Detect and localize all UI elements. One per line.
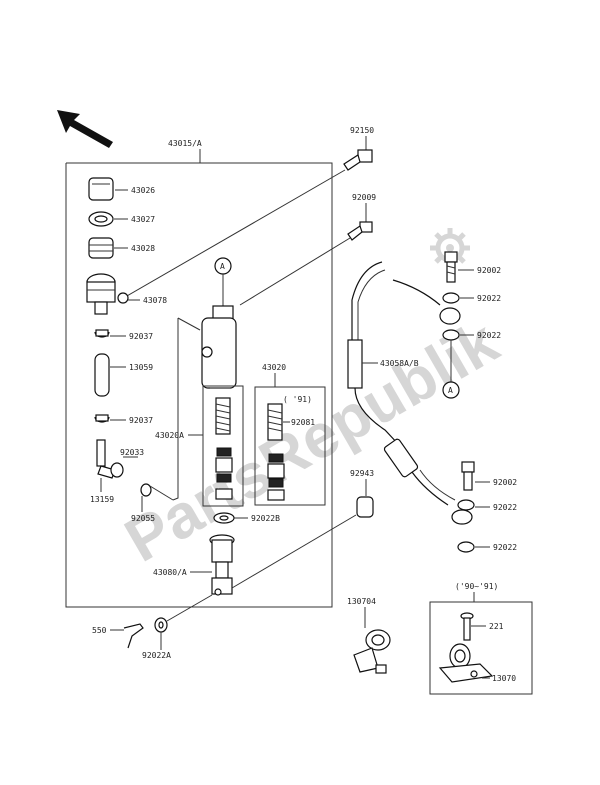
part-number-label: 550 (92, 626, 107, 635)
part-number-label: 92002 (493, 478, 517, 487)
push-rod-43080A: 43080/A (153, 514, 357, 596)
part-number-label: 92081 (291, 418, 315, 427)
part-number-label: 92009 (352, 193, 376, 202)
washer-92022-lower-b: 92022 (457, 541, 517, 553)
cotter-pin-550: 550 (92, 623, 144, 649)
clamp-92043: 92943 (350, 469, 374, 518)
part-number-label: 13059 (129, 363, 153, 372)
part-number-label: 92022A (142, 651, 171, 660)
direction-arrow-icon (57, 110, 113, 148)
part-number-label: 92037 (129, 332, 153, 341)
diaphragm-plate-43027: 43027 (88, 211, 155, 227)
part-number-label: 13070 (492, 674, 516, 683)
washer-92022B: 92022B (213, 512, 280, 524)
part-number-label: 43027 (131, 215, 155, 224)
washer-92022-upper-a: 92022 (442, 292, 501, 304)
washer-92022-lower-a: 92022 (457, 499, 517, 512)
banjo-bolt-92002-lower: 92002 (461, 461, 517, 491)
part-number-label: 92022B (251, 514, 280, 523)
part-number-label: 43078 (143, 296, 167, 305)
part-number-label: 92943 (350, 469, 374, 478)
fitting-13159: 92033 13159 (90, 439, 144, 504)
part-number-label: 92002 (477, 266, 501, 275)
brake-hose-43058: 43058A/B (347, 261, 473, 525)
bolt-92150: 92150 (119, 126, 374, 301)
banjo-bolt-92002-upper: 92002 (444, 251, 501, 283)
hose-clamp-130704: 130704 (347, 597, 391, 674)
reservoir-cap-43026: 43026 (88, 177, 155, 201)
part-number-label: 92022 (477, 294, 501, 303)
assembly-label: 43015/A (168, 139, 202, 148)
part-number-label: 43026 (131, 186, 155, 195)
part-number-label: 221 (489, 622, 504, 631)
part-number-label: 92022 (493, 543, 517, 552)
reservoir-43078: 43078 (86, 273, 167, 315)
part-number-label: 43080/A (153, 568, 187, 577)
bolt-92009: 92009 (239, 193, 376, 306)
master-cylinder-assembly-frame: 43015/A (65, 139, 333, 608)
bracket-detail-13070: ('90~'91) 221 13070 (429, 582, 533, 695)
hose-13059: 13059 (94, 353, 153, 397)
part-number-label: A (448, 386, 453, 395)
part-number-label: ( '91) (283, 395, 312, 404)
part-number-label: 43058A/B (380, 359, 419, 368)
master-cylinder-body: A (172, 257, 237, 501)
part-number-label: 92033 (120, 448, 144, 457)
part-number-label: 92150 (350, 126, 374, 135)
part-number-label: 130704 (347, 597, 376, 606)
piston-kit-43020: 43020 ( '91) 92081 (254, 363, 326, 506)
part-number-label: 43028 (131, 244, 155, 253)
washer-92022A: 92022A (142, 594, 213, 660)
part-number-label: ('90~'91) (455, 582, 498, 591)
piston-kit-43020A: 43020A (155, 385, 244, 507)
part-number-label: 43020 (262, 363, 286, 372)
part-number-label: A (220, 262, 225, 271)
washer-92022-upper-b: 92022 A (442, 329, 501, 399)
part-number-label: 43020A (155, 431, 184, 440)
part-number-label: 92022 (477, 331, 501, 340)
part-number-label: 92055 (131, 514, 155, 523)
clamp-92037-lower: 92037 (94, 414, 153, 425)
diaphragm-43028: 43028 (88, 237, 155, 259)
part-number-label: 13159 (90, 495, 114, 504)
part-number-label: 92037 (129, 416, 153, 425)
clamp-92037-upper: 92037 (94, 329, 153, 341)
o-ring-92055: 92055 (131, 483, 174, 523)
part-number-label: 92022 (493, 503, 517, 512)
